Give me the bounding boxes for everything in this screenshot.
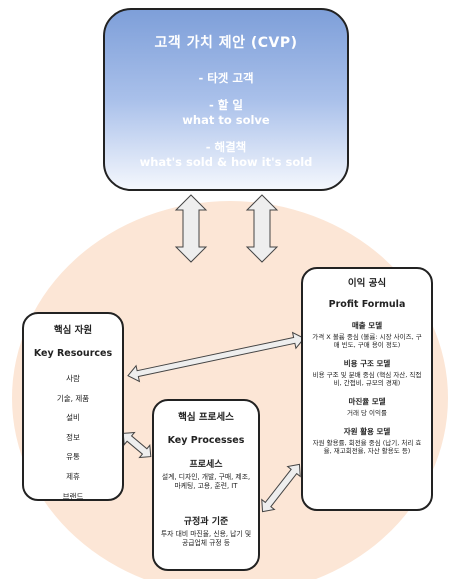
resource-item: 기술, 제품 — [56, 393, 90, 403]
cvp-job: - 할 일 — [209, 98, 243, 112]
processes-label: 프로세스 — [189, 460, 223, 470]
profit-formula-title-ko: 이익 공식 — [347, 278, 387, 289]
margin-model-label: 마진율 모델 — [348, 397, 386, 406]
velocity-model-desc: 자원 활용률, 회전율 중심 (납기, 처리 효율, 재고회전율, 자산 활용도… — [312, 439, 422, 455]
resource-item: 설비 — [66, 413, 80, 423]
velocity-model-label: 자원 활용 모델 — [343, 427, 391, 436]
resource-item: 제휴 — [66, 471, 80, 481]
profit-formula-title-en: Profit Formula — [328, 299, 406, 310]
key-processes-title-en: Key Processes — [167, 435, 245, 446]
key-processes-box: 핵심 프로세스 Key Processes 프로세스 설계, 디자인, 개발, … — [152, 399, 260, 571]
processes-desc: 설계, 디자인, 개발, 구매, 제조, 마케팅, 고용, 훈련, IT — [161, 473, 251, 490]
key-resources-title-en: Key Resources — [33, 348, 113, 359]
cvp-box: 고객 가치 제안 (CVP) - 타겟 고객 - 할 일 what to sol… — [103, 8, 349, 191]
double-arrow-processes-profit — [261, 463, 301, 513]
cvp-solution: - 해결책 — [205, 140, 247, 154]
cvp-job-en: what to solve — [182, 113, 270, 127]
margin-model-desc: 거래 당 이익률 — [346, 409, 387, 417]
key-resources-box: 핵심 자원 Key Resources 사람 기술, 제품 설비 정보 유통 제… — [22, 312, 124, 501]
cvp-solution-en: what's sold & how it's sold — [139, 155, 313, 169]
cvp-target: - 타겟 고객 — [198, 71, 254, 85]
cvp-title: 고객 가치 제안 (CVP) — [154, 35, 298, 51]
key-processes-title-ko: 핵심 프로세스 — [178, 412, 234, 423]
cost-model-label: 비용 구조 모델 — [343, 359, 391, 368]
profit-formula-box: 이익 공식 Profit Formula 매출 모델 가격 X 볼륨 중심 (볼… — [301, 267, 433, 511]
double-arrow-cvp-left — [174, 194, 208, 263]
resource-item: 유통 — [66, 452, 80, 462]
rules-desc: 투자 대비 마진율, 신용, 납기 및 공급업체 규정 등 — [160, 530, 252, 547]
resource-item: 브랜드 — [62, 491, 84, 501]
resource-item: 사람 — [66, 374, 80, 383]
resource-item: 정보 — [66, 432, 80, 442]
key-resources-title-ko: 핵심 자원 — [53, 325, 93, 336]
double-arrow-resources-processes — [122, 431, 152, 459]
cost-model-desc: 비용 구조 및 분배 중심 (핵심 자산, 직접비, 간접비, 규모의 경제) — [312, 371, 422, 387]
rules-label: 규정과 기준 — [183, 517, 229, 527]
double-arrow-cvp-right — [245, 194, 279, 263]
revenue-model-desc: 가격 X 볼륨 중심 (볼륨: 시장 사이즈, 구매 빈도, 구매 용이 정도) — [312, 333, 422, 349]
revenue-model-label: 매출 모델 — [351, 321, 383, 330]
key-resources-list: 사람 기술, 제품 설비 정보 유통 제휴 브랜드 — [24, 369, 122, 506]
